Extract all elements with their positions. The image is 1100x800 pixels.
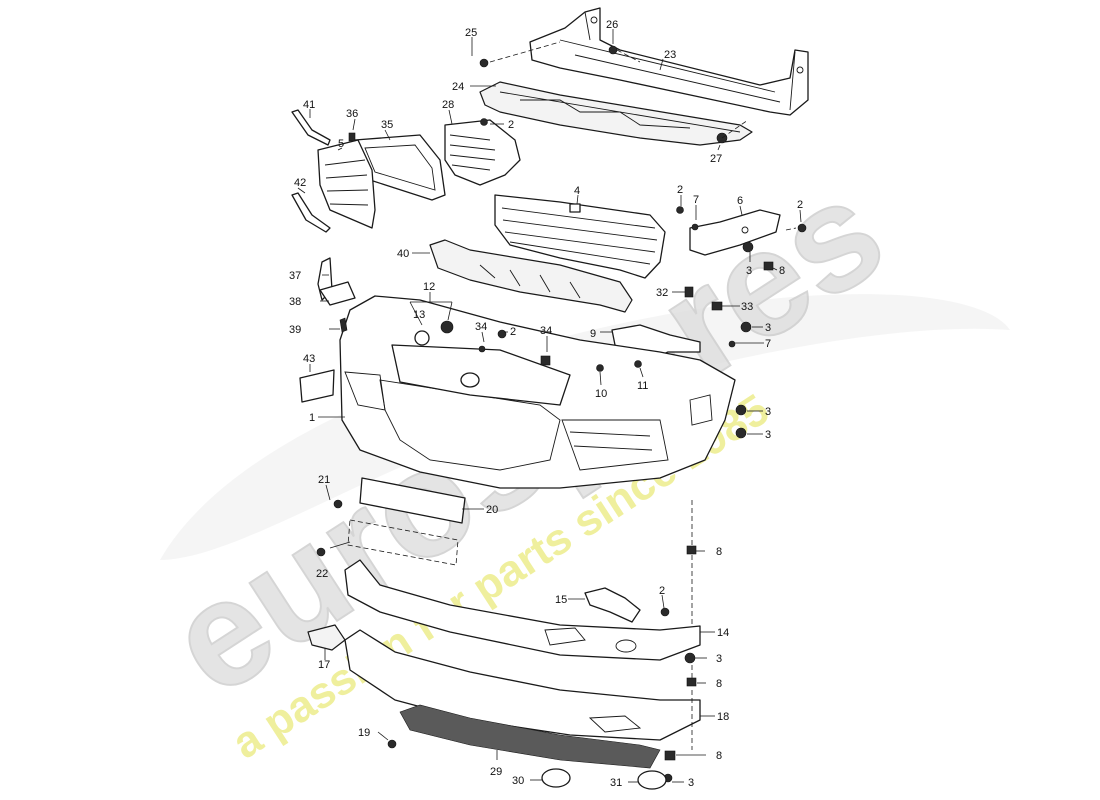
part-24-absorber [479, 81, 753, 146]
callout-27: 27 [710, 153, 722, 165]
callout-3-d: 3 [765, 429, 771, 441]
callout-7-b: 7 [765, 338, 771, 350]
callout-37: 37 [289, 270, 301, 282]
callout-8-d: 8 [716, 750, 722, 762]
part-23-crossmember [529, 7, 809, 116]
callout-21: 21 [318, 474, 330, 486]
callout-1: 1 [309, 412, 315, 424]
callout-4: 4 [574, 185, 580, 197]
callout-29: 29 [490, 766, 502, 778]
callout-2-a: 2 [508, 119, 514, 131]
callout-20: 20 [486, 504, 498, 516]
callout-14: 14 [717, 627, 729, 639]
callout-12: 12 [423, 281, 435, 293]
callout-labels: 25 26 23 24 41 36 35 28 2 27 5 42 4 2 7 … [289, 19, 803, 789]
callout-41: 41 [303, 99, 315, 111]
callout-8-b: 8 [716, 546, 722, 558]
callout-39: 39 [289, 324, 301, 336]
callout-26: 26 [606, 19, 618, 31]
part-4-center-grille [494, 194, 666, 279]
part-20-license-plate-holder [359, 477, 466, 524]
callout-3-a: 3 [746, 265, 752, 277]
callout-5: 5 [338, 138, 344, 150]
callout-24: 24 [452, 81, 464, 93]
callout-25: 25 [465, 27, 477, 39]
part-15-bracket [584, 587, 641, 623]
callout-42: 42 [294, 177, 306, 189]
callout-33: 33 [741, 301, 753, 313]
part-43-reflector [299, 369, 335, 403]
part-6-bracket [689, 209, 781, 256]
part-22-plate-backer [347, 519, 459, 566]
callout-13: 13 [413, 309, 425, 321]
part-40-beam [429, 239, 633, 313]
callout-34-b: 34 [540, 325, 552, 337]
callout-34-a: 34 [475, 321, 487, 333]
callout-30: 30 [512, 775, 524, 787]
callout-2-d: 2 [510, 326, 516, 338]
callout-10: 10 [595, 388, 607, 400]
callout-32: 32 [656, 287, 668, 299]
callout-8-a: 8 [779, 265, 785, 277]
callout-7-a: 7 [693, 194, 699, 206]
callout-15: 15 [555, 594, 567, 606]
callout-3-e: 3 [716, 653, 722, 665]
callout-2-c: 2 [797, 199, 803, 211]
callout-19: 19 [358, 727, 370, 739]
callout-43: 43 [303, 353, 315, 365]
callout-23: 23 [664, 49, 676, 61]
part-17-trim [307, 624, 346, 651]
callout-9: 9 [590, 328, 596, 340]
callout-3-c: 3 [765, 406, 771, 418]
callout-11: 11 [637, 380, 648, 392]
callout-17: 17 [318, 659, 330, 671]
part-42-trim-strip [291, 192, 331, 233]
callout-38: 38 [289, 296, 301, 308]
callout-31: 31 [610, 777, 622, 789]
part-14-spoiler [344, 559, 701, 661]
callout-40: 40 [397, 248, 409, 260]
callout-35: 35 [381, 119, 393, 131]
part-18-lower-shell [344, 629, 701, 741]
fasteners [316, 45, 807, 790]
callout-2-e: 2 [659, 585, 665, 597]
part-28-air-duct [444, 119, 521, 186]
callout-22: 22 [316, 568, 328, 580]
callout-18: 18 [717, 711, 729, 723]
callout-6: 6 [737, 195, 743, 207]
callout-28: 28 [442, 99, 454, 111]
callout-8-c: 8 [716, 678, 722, 690]
callout-2-b: 2 [677, 184, 683, 196]
callout-3-b: 3 [765, 322, 771, 334]
part-5-side-grille [317, 139, 376, 229]
leader-lines [297, 29, 802, 783]
part-29-underbody-tray [399, 704, 661, 769]
part-41-trim-strip [291, 109, 331, 146]
part-1-bumper-cover [339, 295, 736, 489]
callout-36: 36 [346, 108, 358, 120]
callout-3-f: 3 [688, 777, 694, 789]
